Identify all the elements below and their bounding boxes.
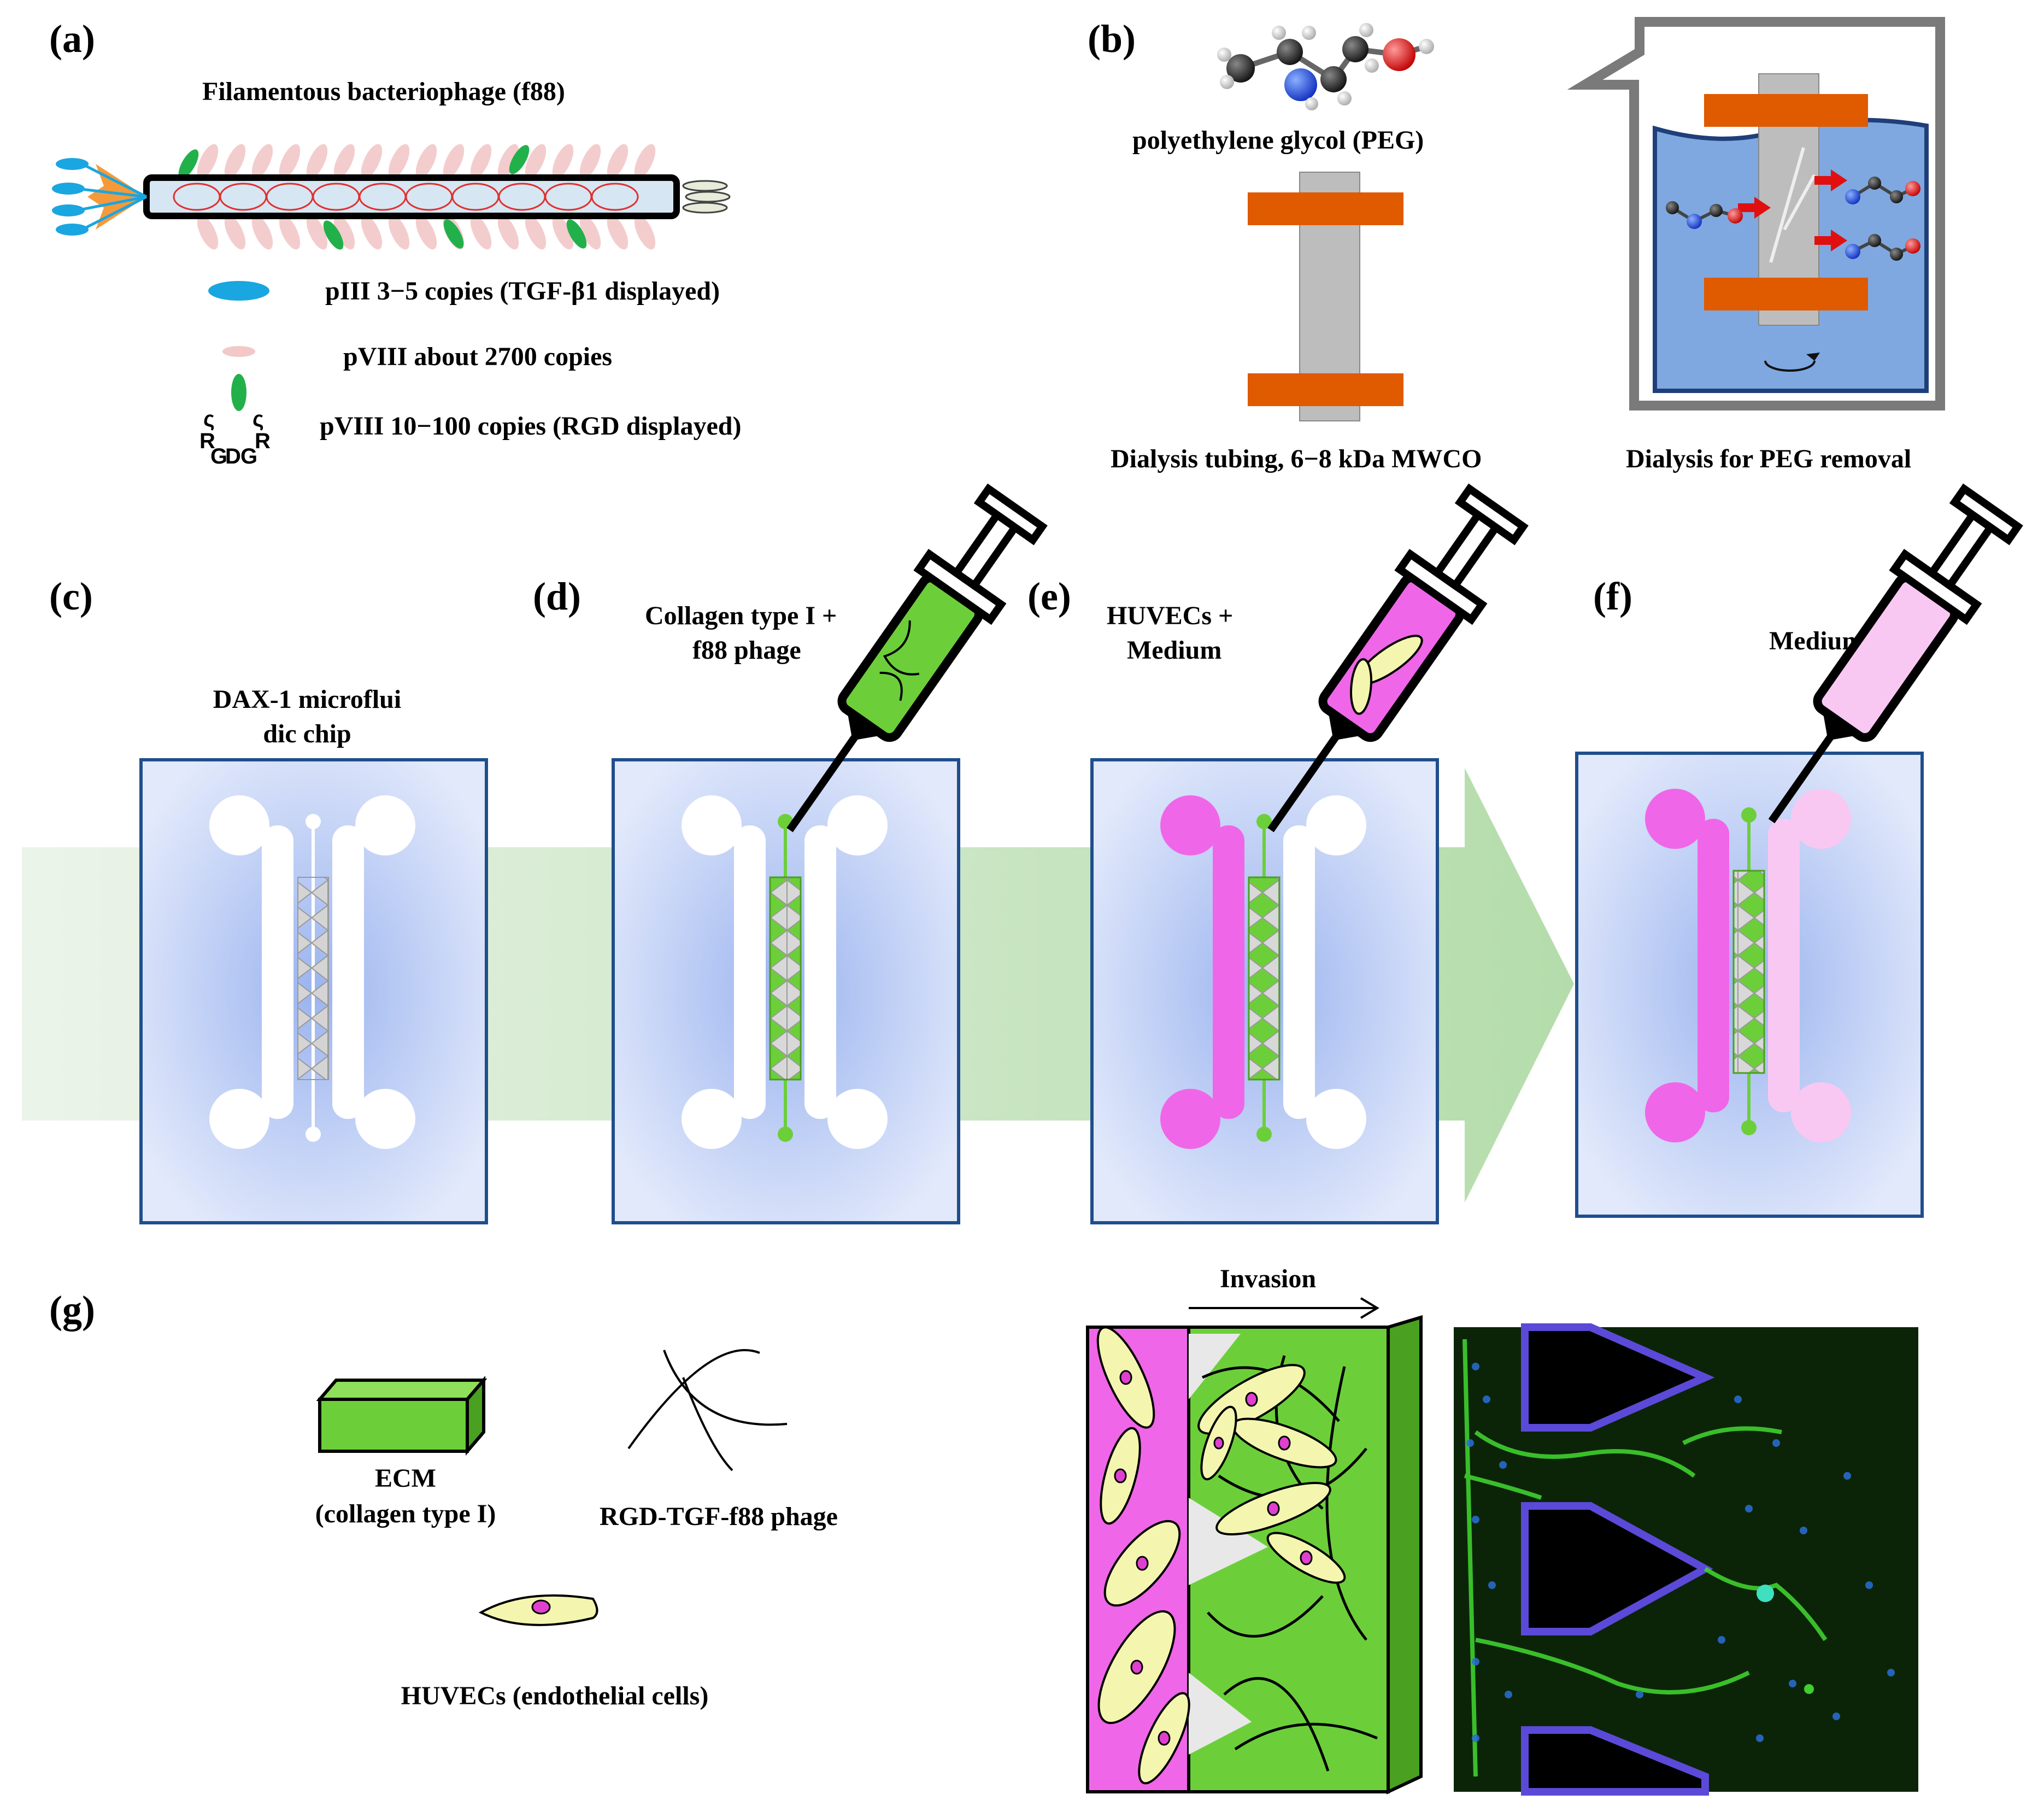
invasion-label: Invasion — [1220, 1264, 1316, 1293]
svg-text:D: D — [225, 444, 241, 468]
panel-f: (f) Medium — [1575, 483, 2023, 1218]
panel-d: (d) Collagen type I + f88 phage — [533, 483, 1048, 1224]
invasion-arrow: Invasion — [1189, 1264, 1379, 1319]
pVIII-icon — [222, 346, 255, 357]
phage-fiber-icon — [627, 1349, 788, 1471]
syringe-medium-icon — [1768, 483, 2023, 824]
chip-caption-line2: dic chip — [263, 719, 351, 748]
svg-text:G: G — [240, 444, 257, 468]
svg-text:G: G — [210, 444, 227, 468]
ecm-label-line1: ECM — [375, 1464, 436, 1493]
legend-rgd: ς ς R G D G R pVIII 10−100 copies (RGD d… — [199, 374, 741, 468]
panel-c: (c) DAX-1 microflui dic chip — [49, 574, 488, 1224]
collagen-caption-line2: f88 phage — [692, 636, 801, 665]
legend-pIII: pIII 3−5 copies (TGF-β1 displayed) — [208, 277, 720, 306]
legend-pIII-text: pIII 3−5 copies (TGF-β1 displayed) — [325, 277, 720, 306]
dialysis-beaker-icon — [1567, 17, 1945, 411]
legend-pVIII: pVIII about 2700 copies — [222, 342, 612, 371]
microfluidic-chip-e — [1090, 758, 1439, 1224]
panel-a-label: (a) — [49, 17, 95, 61]
tubing-label: Dialysis tubing, 6−8 kDa MWCO — [1111, 444, 1482, 473]
panel-f-label: (f) — [1593, 574, 1632, 618]
panel-c-label: (c) — [49, 574, 93, 618]
huvec-label: HUVECs (endothelial cells) — [401, 1681, 709, 1710]
peg-molecule-icon — [1217, 23, 1434, 110]
panel-d-label: (d) — [533, 574, 581, 618]
phage-body — [52, 144, 731, 250]
panel-g-label: (g) — [49, 1288, 95, 1332]
svg-text:ς: ς — [252, 407, 264, 431]
syringe-collagen-icon — [786, 483, 1048, 832]
microfluidic-chip-f — [1575, 752, 1924, 1218]
chip-caption-line1: DAX-1 microflui — [213, 685, 401, 714]
panel-b-label: (b) — [1088, 17, 1136, 61]
legend-rgd-text: pVIII 10−100 copies (RGD displayed) — [320, 412, 741, 441]
ecm-label-line2: (collagen type I) — [315, 1499, 496, 1528]
pIII-icon — [208, 281, 269, 301]
svg-text:R: R — [255, 429, 271, 453]
svg-text:R: R — [199, 429, 215, 453]
rgd-loop-icon: ς ς R G D G R — [199, 407, 271, 468]
dialysis-tubing-icon — [1248, 172, 1403, 421]
legend-pVIII-text: pVIII about 2700 copies — [343, 342, 612, 371]
microfluidic-chip-c — [139, 758, 488, 1224]
svg-text:ς: ς — [203, 407, 215, 431]
huvec-caption-line2: Medium — [1127, 636, 1221, 665]
ecm-block-icon — [316, 1375, 487, 1456]
phage-label: RGD-TGF-f88 phage — [600, 1502, 838, 1531]
panel-e-label: (e) — [1027, 574, 1071, 618]
collagen-caption-line1: Collagen type I + — [645, 601, 837, 630]
panel-g: (g) ECM (collagen type I) RGD-TGF-f88 ph… — [49, 1264, 1918, 1796]
peg-label: polyethylene glycol (PEG) — [1132, 126, 1424, 155]
huvec-cell-icon — [478, 1594, 598, 1626]
huvec-caption-line1: HUVECs + — [1107, 601, 1233, 630]
invasion-3d-model — [1086, 1315, 1423, 1795]
microfluidic-chip-d — [612, 758, 960, 1224]
phage-title: Filamentous bacteriophage (f88) — [202, 77, 565, 106]
syringe-huvec-icon — [1267, 483, 1529, 832]
rgd-pVIII-icon — [231, 374, 246, 411]
fluorescence-micrograph — [1454, 1323, 1918, 1796]
removal-label: Dialysis for PEG removal — [1626, 444, 1911, 473]
panel-e: (e) HUVECs + Medium — [1027, 483, 1529, 1224]
panel-b: (b) polyethylene glycol (PEG) — [1088, 17, 1945, 473]
panel-a: (a) Filamentous bacteriophage (f88) — [49, 17, 741, 468]
